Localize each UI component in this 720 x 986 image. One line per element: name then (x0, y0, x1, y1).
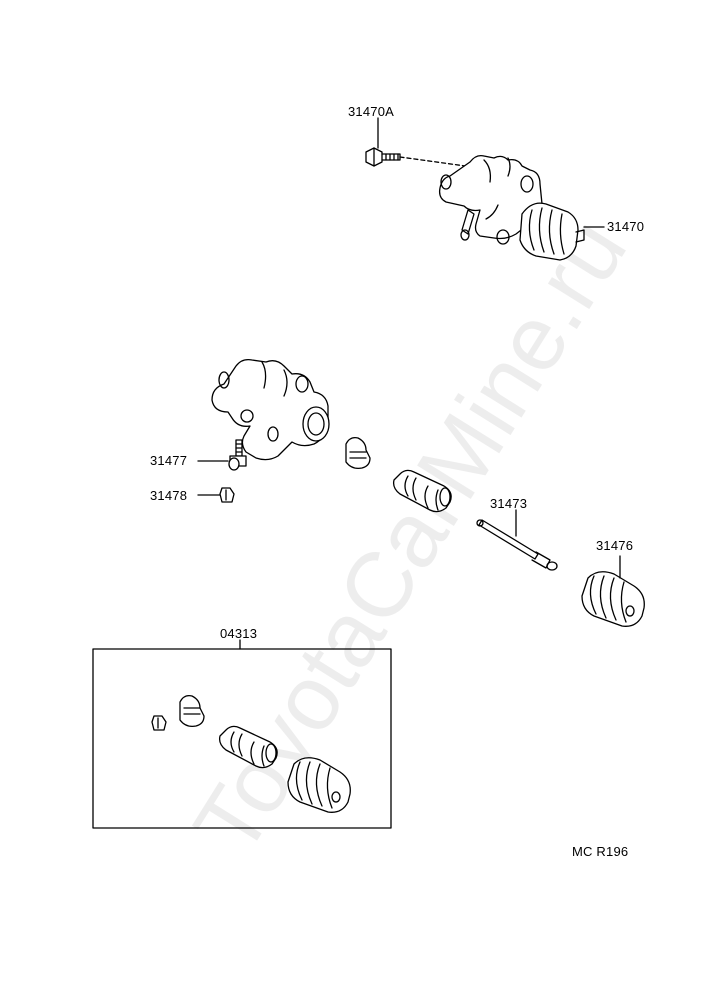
diagram-code: MC R196 (572, 844, 629, 859)
kit-boot (287, 757, 351, 813)
kit-piston (218, 725, 278, 769)
cylinder-boot-31476 (581, 571, 645, 627)
cylinder-housing (211, 358, 330, 461)
part-label-31476: 31476 (596, 538, 634, 553)
clutch-release-cylinder-assembly (438, 154, 585, 261)
cylinder-cup (345, 436, 371, 470)
repair-kit-frame (92, 648, 392, 829)
part-label-31477: 31477 (150, 453, 188, 468)
bolt-31470A (365, 147, 401, 167)
cylinder-piston (392, 469, 452, 513)
bleeder-cap-31478 (219, 487, 235, 503)
kit-cap (151, 715, 167, 731)
part-label-31470: 31470 (607, 219, 645, 234)
kit-cup (179, 694, 205, 728)
part-label-04313: 04313 (220, 626, 258, 641)
bleeder-plug-31477 (228, 439, 247, 471)
part-label-31473: 31473 (490, 496, 528, 511)
push-rod-31473 (476, 519, 558, 571)
part-label-31470A: 31470A (348, 104, 395, 119)
part-label-31478: 31478 (150, 488, 188, 503)
